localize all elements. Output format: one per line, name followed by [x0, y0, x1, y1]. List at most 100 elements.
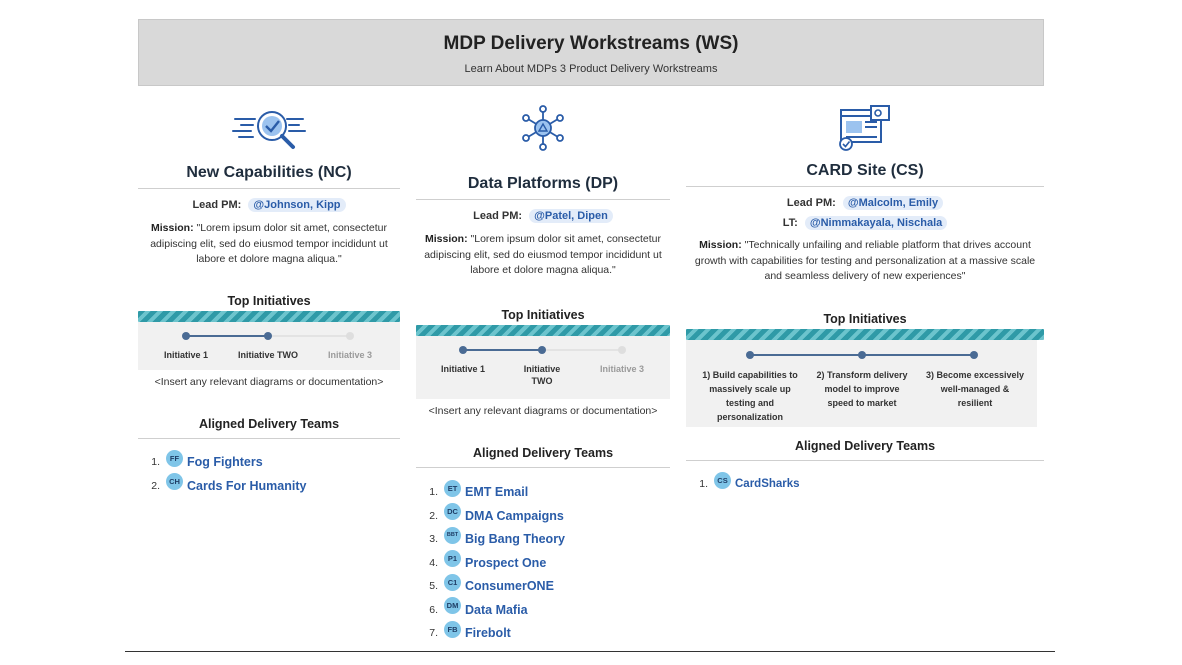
initiatives-timeline: 1) Build capabilities to massively scale…	[686, 339, 1037, 427]
team-number: 7.	[429, 627, 438, 640]
initiative-label: 2) Transform delivery model to improve s…	[816, 369, 908, 408]
aligned-teams-title: Aligned Delivery Teams	[138, 417, 400, 439]
team-number: 6.	[429, 603, 438, 616]
team-number: 1.	[151, 456, 160, 469]
team-avatar: FF	[166, 449, 183, 467]
timeline-node	[746, 350, 754, 359]
lt-label: LT:	[782, 217, 798, 229]
lead-pm-label: Lead PM:	[192, 199, 242, 211]
workstream-title: Data Platforms (DP)	[416, 175, 670, 200]
team-avatar: ET	[444, 479, 461, 497]
list-item[interactable]: 4. P1 Prospect One	[426, 550, 670, 575]
top-initiatives-title: Top Initiatives	[227, 293, 311, 308]
workstream-dp: Data Platforms (DP) Lead PM: @Patel, Dip…	[416, 104, 670, 645]
initiative-label: Initiative 1	[163, 349, 208, 360]
workstream-title: New Capabilities (NC)	[138, 164, 400, 189]
workstream-nc: New Capabilities (NC) Lead PM: @Johnson,…	[138, 104, 400, 498]
team-avatar: FB	[444, 620, 461, 638]
initiative-label: Initiative TWO	[523, 363, 561, 386]
team-name-link[interactable]: Cards For Humanity	[187, 478, 307, 493]
lead-pm-row: Lead PM: @Johnson, Kipp	[138, 198, 400, 212]
mission-text: Mission: "Technically unfailing and reli…	[690, 238, 1040, 285]
timeline-node	[346, 331, 354, 340]
team-avatar: C1	[444, 573, 461, 591]
list-item[interactable]: 2. DC DMA Campaigns	[426, 503, 670, 528]
team-number: 5.	[429, 580, 438, 593]
initiatives-timeline: Initiative 1 Initiative TWO Initiative 3	[138, 321, 400, 370]
lead-pm-row: Lead PM: @Malcolm, Emily	[686, 196, 1044, 210]
team-number: 2.	[429, 509, 438, 522]
timeline-line	[186, 334, 268, 337]
timeline-node	[538, 345, 546, 354]
team-name-link[interactable]: Prospect One	[465, 555, 547, 570]
team-name-link[interactable]: Firebolt	[465, 626, 511, 641]
team-number: 1.	[429, 486, 438, 499]
lead-pm-mention[interactable]: @Johnson, Kipp	[248, 198, 346, 212]
team-name-link[interactable]: ConsumerONE	[465, 579, 554, 594]
team-avatar: DM	[444, 597, 461, 615]
mission-body: "Lorem ipsum dolor sit amet, consectetur…	[150, 222, 388, 265]
list-item[interactable]: 5. C1 ConsumerONE	[426, 573, 670, 599]
page-header: MDP Delivery Workstreams (WS) Learn Abou…	[138, 19, 1044, 86]
list-item[interactable]: 3. BBT Big Bang Theory	[426, 526, 670, 552]
initiative-label: Initiative TWO	[237, 349, 298, 360]
timeline-node	[182, 331, 190, 340]
initiative-label: Initiative 3	[327, 349, 372, 360]
timeline-node	[970, 350, 978, 359]
mission-body: "Technically unfailing and reliable plat…	[694, 239, 1036, 282]
team-number: 3.	[429, 533, 438, 546]
team-name-link[interactable]: EMT Email	[465, 485, 529, 500]
timeline-line	[463, 348, 542, 351]
lead-pm-label: Lead PM:	[473, 210, 523, 222]
team-name-link[interactable]: Big Bang Theory	[465, 532, 566, 547]
lt-row: LT: @Nimmakayala, Nischala	[686, 216, 1044, 230]
team-avatar: P1	[444, 550, 461, 568]
team-name-link[interactable]: DMA Campaigns	[465, 508, 564, 523]
initiative-label: Initiative 3	[599, 363, 644, 374]
list-item[interactable]: 6. DM Data Mafia	[426, 597, 670, 622]
magnifier-check-icon	[138, 104, 400, 152]
timeline-node	[858, 350, 866, 359]
team-list: 1. FF Fog Fighters 2. CH Cards For Human…	[138, 449, 400, 498]
data-hub-icon	[416, 104, 670, 152]
list-item[interactable]: 1. CS CardSharks	[696, 471, 1044, 497]
lead-pm-mention[interactable]: @Malcolm, Emily	[842, 196, 944, 210]
team-avatar: CH	[166, 473, 183, 491]
aligned-teams-title: Aligned Delivery Teams	[686, 439, 1044, 461]
mission-label: Mission:	[151, 222, 194, 234]
team-name-link[interactable]: Fog Fighters	[187, 455, 263, 470]
team-number: 4.	[429, 556, 438, 569]
initiative-label: 1) Build capabilities to massively scale…	[702, 369, 798, 422]
team-number: 1.	[699, 478, 708, 491]
list-item[interactable]: 2. CH Cards For Humanity	[148, 473, 400, 498]
top-initiatives-title: Top Initiatives	[501, 307, 585, 322]
timeline-line-pending	[542, 348, 622, 351]
team-name-link[interactable]: CardSharks	[735, 478, 800, 491]
team-avatar: BBT	[444, 526, 461, 544]
page-subtitle: Learn About MDPs 3 Product Delivery Work…	[464, 63, 718, 75]
workstream-title: CARD Site (CS)	[686, 162, 1044, 187]
mission-label: Mission:	[425, 233, 468, 245]
top-initiatives-title: Top Initiatives	[823, 311, 907, 326]
insert-note: <Insert any relevant diagrams or documen…	[154, 375, 384, 388]
timeline-node	[618, 345, 626, 354]
section-stripe	[416, 324, 670, 336]
lead-pm-label: Lead PM:	[786, 197, 836, 209]
team-list: 1. CS CardSharks	[686, 471, 1044, 497]
page-title: MDP Delivery Workstreams (WS)	[443, 33, 739, 54]
team-list: 1. ET EMT Email 2. DC DMA Campaigns 3. B…	[416, 479, 670, 646]
aligned-teams-title: Aligned Delivery Teams	[416, 446, 670, 468]
timeline-node	[459, 345, 467, 354]
list-item[interactable]: 1. ET EMT Email	[426, 479, 670, 505]
lead-pm-mention[interactable]: @Patel, Dipen	[529, 209, 613, 223]
list-item[interactable]: 1. FF Fog Fighters	[148, 449, 400, 475]
team-number: 2.	[151, 479, 160, 492]
timeline-node	[264, 331, 272, 340]
lt-mention[interactable]: @Nimmakayala, Nischala	[804, 216, 948, 230]
web-dashboard-icon	[686, 104, 1044, 152]
team-avatar: CS	[714, 471, 731, 489]
section-stripe	[686, 328, 1044, 340]
workstream-cs: CARD Site (CS) Lead PM: @Malcolm, Emily …	[686, 104, 1044, 496]
list-item[interactable]: 7. FB Firebolt	[426, 620, 670, 646]
team-name-link[interactable]: Data Mafia	[465, 602, 528, 617]
